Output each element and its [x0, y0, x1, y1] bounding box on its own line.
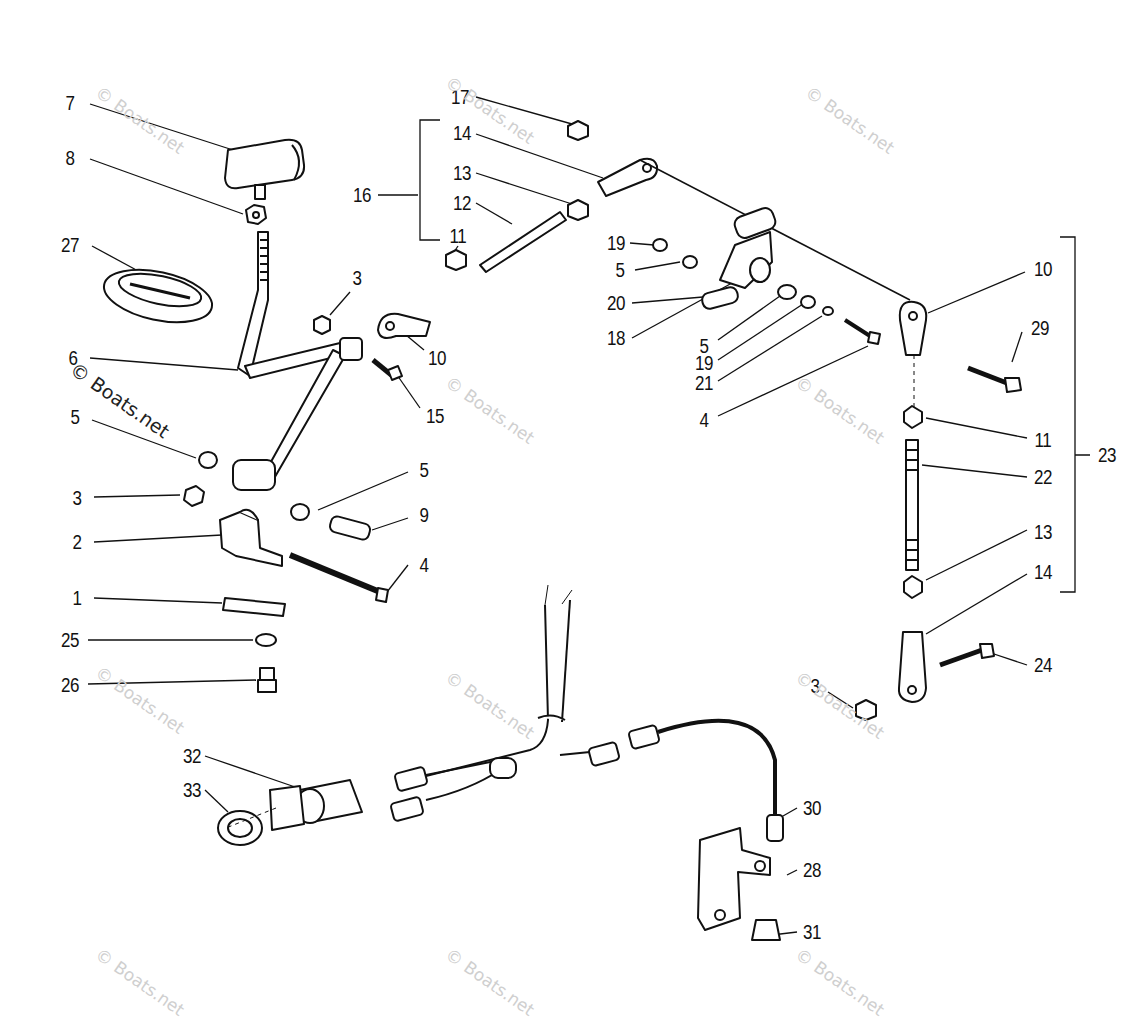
callout-number: 5	[615, 259, 624, 282]
callout-number: 11	[450, 225, 467, 248]
callout-number: 3	[72, 487, 81, 510]
watermark: © Boats.net	[92, 662, 188, 738]
callout-number: 26	[61, 674, 79, 697]
callout-number: 25	[61, 629, 79, 652]
callout-number: 3	[352, 267, 361, 290]
callout-number: 5	[70, 406, 79, 429]
callout-number: 4	[419, 554, 428, 577]
callout-number: 23	[1098, 444, 1116, 467]
callout-number: 31	[803, 921, 821, 944]
callout-number: 15	[426, 405, 444, 428]
watermark: © Boats.net	[92, 944, 188, 1020]
callout-number: 29	[1031, 317, 1049, 340]
callout-number: 2	[72, 531, 81, 554]
callout-number: 4	[699, 409, 708, 432]
callout-number: 11	[1035, 429, 1052, 452]
parts	[99, 121, 1021, 940]
watermark: © Boats.net	[442, 944, 538, 1020]
watermark: © Boats.net	[792, 372, 888, 448]
callout-number: 32	[183, 745, 201, 768]
callout-number: 28	[803, 859, 821, 882]
callout-number: 8	[65, 147, 74, 170]
callout-number: 7	[65, 92, 74, 115]
callout-number: 27	[61, 234, 79, 257]
callout-number: 10	[1034, 258, 1052, 281]
callout-number: 5	[419, 459, 428, 482]
callout-number: 10	[428, 347, 446, 370]
callout-number: 1	[72, 587, 81, 610]
callout-number: 19	[695, 352, 713, 375]
callout-number: 33	[183, 779, 201, 802]
callout-number: 21	[695, 372, 713, 395]
watermark: © Boats.net	[92, 82, 188, 158]
callout-number: 19	[607, 232, 625, 255]
callout-number: 24	[1034, 654, 1052, 677]
callout-number: 18	[607, 327, 625, 350]
callout-number: 13	[453, 162, 471, 185]
callout-number: 20	[607, 292, 625, 315]
callout-number: 14	[1034, 561, 1052, 584]
watermark: © Boats.net	[792, 944, 888, 1020]
callout-number: 14	[453, 122, 471, 145]
callout-number: 13	[1034, 521, 1052, 544]
watermark: © Boats.net	[802, 82, 898, 158]
callout-number: 16	[353, 184, 371, 207]
callout-number: 12	[453, 192, 471, 215]
callout-number: 22	[1034, 466, 1052, 489]
leader-lines	[88, 97, 1090, 935]
watermark: © Boats.net	[442, 372, 538, 448]
callout-number: 9	[419, 504, 428, 527]
callout-number: 30	[803, 797, 821, 820]
